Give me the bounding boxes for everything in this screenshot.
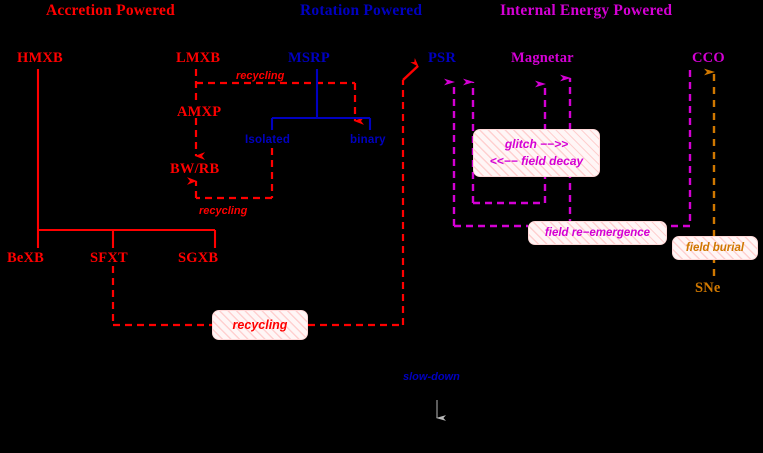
edge-label-slow-down: slow-down bbox=[403, 371, 460, 383]
edge-psr-riser-left bbox=[444, 78, 528, 228]
edge-label-recycling-top: recycling bbox=[236, 70, 285, 82]
edge-cco-field-reemergence bbox=[667, 70, 692, 228]
header-internal-energy-powered: Internal Energy Powered bbox=[500, 2, 673, 19]
node-bexb: BeXB bbox=[7, 250, 45, 266]
node-sne: SNe bbox=[695, 280, 721, 296]
header-rotation-powered: Rotation Powered bbox=[300, 2, 423, 19]
box-field-decay-line: <<−− field decay bbox=[489, 154, 584, 168]
node-sgxb: SGXB bbox=[178, 250, 219, 266]
node-bwrb: BW/RB bbox=[170, 161, 220, 177]
node-binary: binary bbox=[350, 134, 386, 146]
node-psr: PSR bbox=[428, 50, 456, 66]
box-recycling: recycling bbox=[212, 310, 308, 340]
node-isolated: Isolated bbox=[245, 134, 291, 146]
node-msrp: MSRP bbox=[288, 50, 330, 66]
box-field-burial: field burial bbox=[672, 236, 758, 260]
box-field-burial-line: field burial bbox=[685, 241, 745, 254]
edge-label-recycling-mid: recycling bbox=[199, 205, 248, 217]
box-glitch-line: glitch −−>> bbox=[504, 136, 569, 151]
box-field-reemergence-line: field re−emergence bbox=[544, 226, 651, 239]
node-magnetar: Magnetar bbox=[511, 50, 574, 66]
box-field-reemergence: field re−emergence bbox=[528, 221, 667, 245]
edge-recycling-bus bbox=[111, 58, 419, 327]
box-glitch-field-decay: glitch −−>> <<−− field decay bbox=[473, 129, 600, 177]
node-sfxt: SFXT bbox=[90, 250, 128, 266]
header-accretion-powered: Accretion Powered bbox=[46, 2, 175, 19]
node-cco: CCO bbox=[692, 50, 725, 66]
edge-msrp-branches bbox=[270, 69, 372, 130]
edge-hmxb-branch bbox=[36, 69, 217, 248]
box-recycling-line-1: recycling bbox=[232, 317, 288, 332]
edge-recycling-isolated-bwrb bbox=[187, 148, 274, 200]
node-lmxb: LMXB bbox=[176, 50, 221, 66]
node-amxp: AMXP bbox=[177, 104, 222, 120]
node-hmxb: HMXB bbox=[17, 50, 63, 66]
edge-recycling-lmxb-msrp bbox=[196, 81, 364, 125]
